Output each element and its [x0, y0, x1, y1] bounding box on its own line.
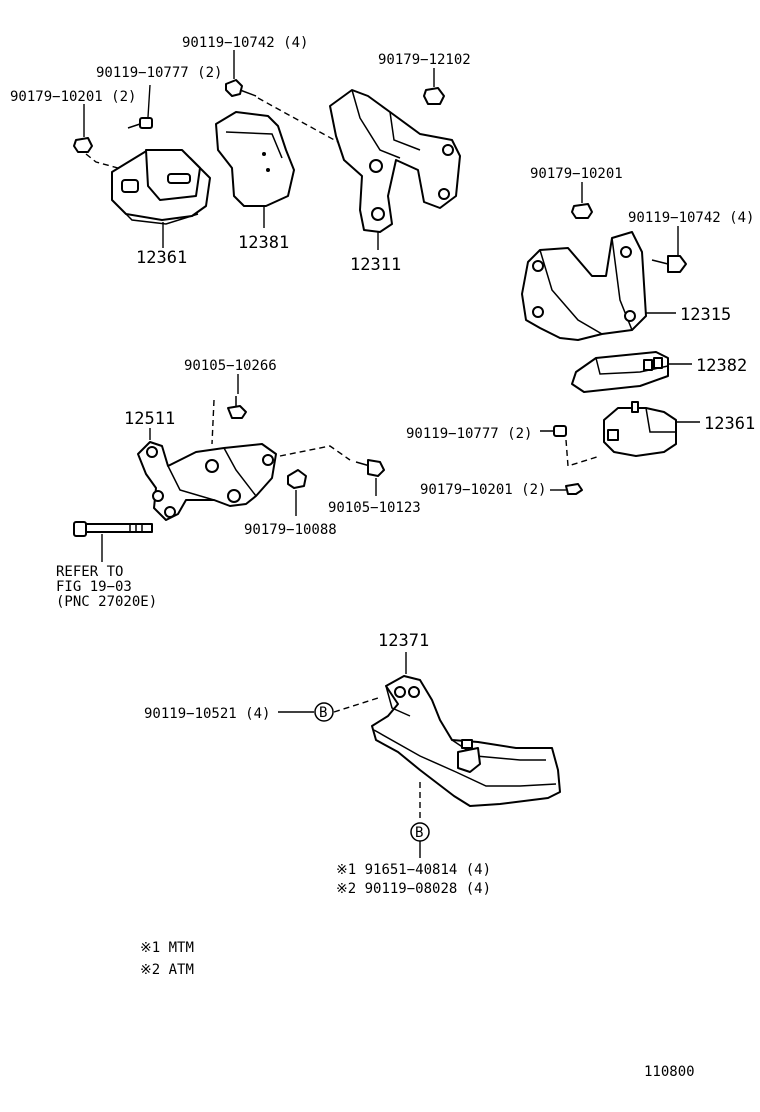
dash-bolt-to-bracket — [257, 97, 339, 143]
dash-b-upper — [333, 697, 379, 713]
label-refer-line3: (PNC 27020E) — [56, 594, 157, 610]
part-12371-crossmember — [371, 675, 561, 807]
label-refer-line2: FIG 19−03 — [56, 579, 132, 595]
label-12315: 12315 — [680, 305, 731, 325]
nut-90179-10201-right-lower — [565, 483, 583, 495]
label-90179-12102: 90179−12102 — [378, 52, 471, 68]
nut-90179-10088 — [287, 469, 307, 489]
label-12361-left: 12361 — [136, 248, 187, 268]
bolt-90105-10123 — [355, 459, 385, 477]
label-90179-10088: 90179−10088 — [244, 522, 337, 538]
callout-b-lower: B — [415, 825, 423, 841]
label-91651-40814: ※1 91651−40814 (4) — [336, 862, 491, 878]
dash-bolt-10266 — [211, 399, 215, 445]
bolt-90119-10777-right — [540, 425, 567, 437]
label-90119-08028: ※2 90119−08028 (4) — [336, 881, 491, 897]
label-90119-10742-top: 90119−10742 (4) — [182, 35, 308, 51]
label-12381: 12381 — [238, 233, 289, 253]
label-90119-10777-left: 90119−10777 (2) — [96, 65, 222, 81]
nut-90179-12102 — [423, 87, 445, 105]
dash-nut-to-mount-left — [85, 153, 119, 169]
callout-b-upper-circle — [314, 702, 334, 722]
bolt-90105-10266 — [227, 396, 247, 419]
part-12361-mount-right — [603, 401, 677, 457]
dash-bolt-10123 — [279, 445, 351, 461]
label-12382: 12382 — [696, 356, 747, 376]
legend-atm: ※2 ATM — [140, 962, 194, 978]
label-90119-10777-right: 90119−10777 (2) — [406, 426, 532, 442]
label-90105-10123: 90105−10123 — [328, 500, 421, 516]
part-12382-insulator — [571, 351, 669, 393]
nut-90179-10201-left — [73, 137, 93, 153]
bolt-90119-10742-right — [651, 255, 687, 273]
nut-90179-10201-right — [571, 203, 593, 219]
dash-right-mount — [565, 439, 601, 467]
bolt-90119-10777-left — [127, 117, 153, 129]
label-12361-right: 12361 — [704, 414, 755, 434]
label-refer-line1: REFER TO — [56, 564, 123, 580]
callout-b-upper: B — [319, 705, 327, 721]
bolt-long-refer — [73, 521, 153, 537]
part-12511-bracket — [137, 441, 277, 521]
label-90179-10201-left: 90179−10201 (2) — [10, 89, 136, 105]
part-12311-bracket — [329, 89, 461, 233]
part-12315-bracket — [521, 231, 647, 341]
label-90105-10266: 90105−10266 — [184, 358, 277, 374]
legend-mtm: ※1 MTM — [140, 940, 194, 956]
label-90179-10201-right: 90179−10201 — [530, 166, 623, 182]
label-12511: 12511 — [124, 409, 175, 429]
label-12311: 12311 — [350, 255, 401, 275]
figure-number: 110800 — [644, 1064, 695, 1080]
label-90119-10742-right: 90119−10742 (4) — [628, 210, 754, 226]
label-12371: 12371 — [378, 631, 429, 651]
label-90119-10521: 90119−10521 (4) — [144, 706, 270, 722]
part-12361-mount-left — [111, 149, 211, 225]
bolt-90119-10742-top — [225, 79, 257, 97]
label-90179-10201-right-lower: 90179−10201 (2) — [420, 482, 546, 498]
leader-90119-10777-left — [147, 84, 151, 118]
part-12381-insulator — [215, 111, 295, 207]
